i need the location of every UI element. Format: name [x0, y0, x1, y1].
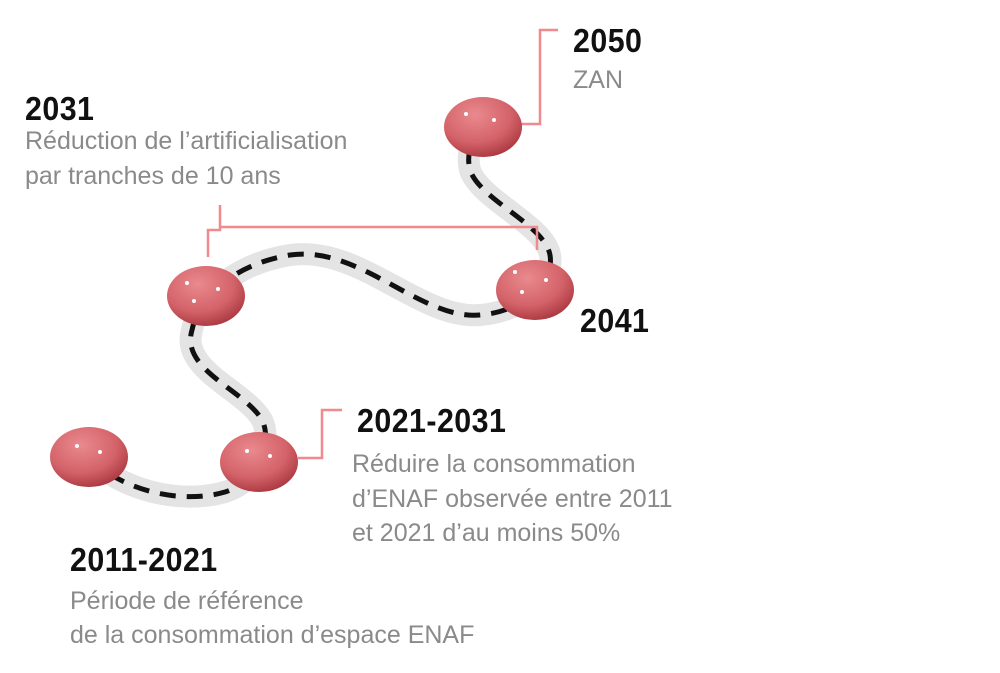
- desc-2021-2031-line3: et 2021 d’au moins 50%: [352, 519, 621, 547]
- node-2021-2031: [220, 432, 298, 492]
- desc-2050: ZAN: [573, 66, 623, 94]
- desc-2031-line2: par tranches de 10 ans: [25, 162, 281, 190]
- node-2050: [444, 97, 522, 157]
- connector-2031: [206, 205, 539, 257]
- desc-2011-2021-line2: de la consommation d’espace ENAF: [70, 621, 475, 649]
- year-2041: 2041: [580, 302, 650, 339]
- node-2031: [167, 266, 245, 326]
- year-2021-2031: 2021-2031: [357, 402, 507, 439]
- connector-lines: [206, 28, 558, 460]
- node-2041: [496, 260, 574, 320]
- milestone-nodes: [50, 97, 574, 492]
- year-2031: 2031: [25, 90, 95, 127]
- connector-2021-2031: [298, 408, 342, 460]
- node-2011-2021: [50, 427, 128, 487]
- desc-2031-line1: Réduction de l’artificialisation: [25, 127, 348, 155]
- year-2011-2021: 2011-2021: [70, 541, 218, 578]
- desc-2021-2031-line2: d’ENAF observée entre 2011: [352, 485, 673, 513]
- year-2050: 2050: [573, 22, 643, 59]
- connector-2050: [515, 28, 558, 126]
- desc-2021-2031-line1: Réduire la consommation: [352, 450, 636, 478]
- desc-2011-2021-line1: Période de référence: [70, 587, 304, 615]
